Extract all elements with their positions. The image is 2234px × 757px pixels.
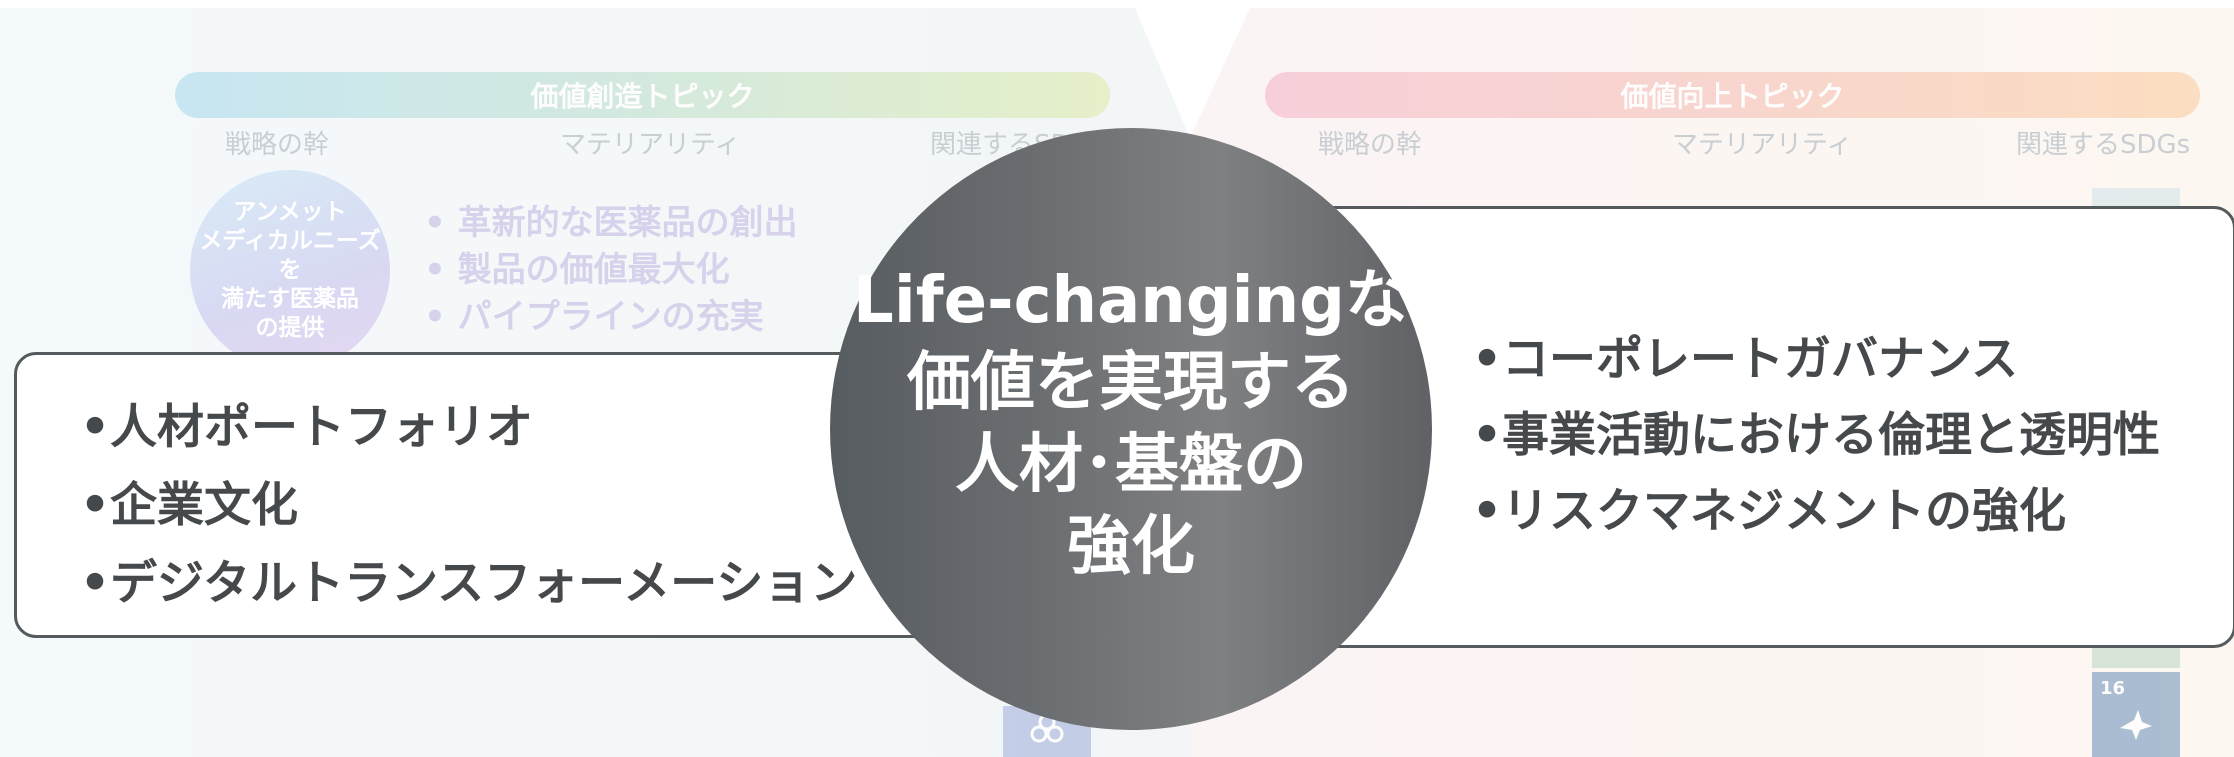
foundation-item: •リスクマネジメントの強化 bbox=[1472, 484, 2067, 539]
talent-item: •企業文化 bbox=[80, 478, 299, 533]
strategy-circle-line: 満たす医薬品 bbox=[221, 285, 359, 312]
talent-item: •人材ポートフォリオ bbox=[80, 400, 534, 455]
central-theme-line: 人材･基盤の bbox=[955, 428, 1307, 502]
talent-item: •デジタルトランスフォーメーション bbox=[80, 556, 858, 611]
right-col-materiality: マテリアリティ bbox=[1672, 130, 1853, 160]
sdg-16-number: 16 bbox=[2100, 678, 2126, 699]
central-theme-circle: Life-changingな 価値を実現する 人材･基盤の 強化 bbox=[830, 128, 1432, 730]
value-enhancement-title: 価値向上トピック bbox=[1265, 72, 2200, 118]
foundation-item: •事業活動における倫理と透明性 bbox=[1472, 408, 2161, 463]
strategy-circle-line: メディカルニーズを bbox=[199, 227, 381, 283]
left-col-strategy: 戦略の幹 bbox=[225, 130, 330, 160]
sdg-16-icon: 16 bbox=[2092, 672, 2180, 757]
materiality-item: • 製品の価値最大化 bbox=[424, 250, 730, 290]
central-theme-line: 価値を実現する bbox=[907, 346, 1355, 420]
strategy-circle-unmet-needs: アンメット メディカルニーズを 満たす医薬品 の提供 bbox=[190, 170, 390, 370]
right-col-sdgs: 関連するSDGs bbox=[2016, 130, 2191, 160]
value-creation-title: 価値創造トピック bbox=[175, 72, 1110, 118]
value-creation-materiality-list: • 革新的な医薬品の創出 • 製品の価値最大化 • パイプラインの充実 bbox=[424, 200, 798, 341]
materiality-item: • パイプラインの充実 bbox=[424, 297, 764, 337]
left-col-materiality: マテリアリティ bbox=[560, 130, 741, 160]
strategy-circle-line: の提供 bbox=[255, 314, 325, 341]
central-theme-line: Life-changingな bbox=[853, 264, 1409, 338]
right-col-strategy: 戦略の幹 bbox=[1318, 130, 1423, 160]
dove-icon bbox=[2120, 710, 2152, 740]
materiality-item: • 革新的な医薬品の創出 bbox=[424, 203, 798, 243]
central-theme-line: 強化 bbox=[1067, 510, 1195, 584]
foundation-item: •コーポレートガバナンス bbox=[1472, 332, 2019, 387]
strategy-circle-line: アンメット bbox=[233, 198, 347, 225]
